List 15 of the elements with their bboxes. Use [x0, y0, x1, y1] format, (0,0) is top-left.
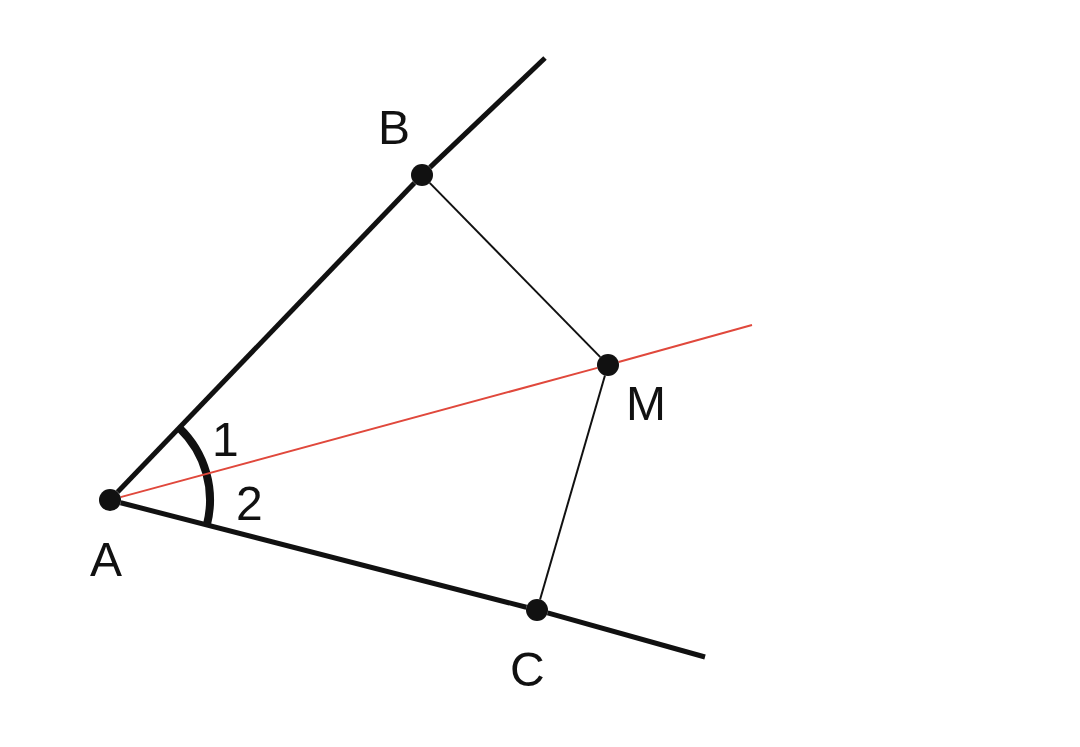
point-dot: [526, 599, 548, 621]
line-segment: [428, 181, 602, 359]
point-label: A: [90, 536, 122, 584]
point-label: M: [626, 380, 666, 428]
line-segment: [120, 500, 527, 610]
line-segment: [119, 366, 599, 499]
angle-number: 2: [236, 480, 263, 528]
point-label: C: [510, 646, 545, 694]
line-segment: [115, 181, 417, 494]
point-dot: [411, 164, 433, 186]
point-label: B: [378, 104, 410, 152]
point-dot: [597, 354, 619, 376]
point-dot: [99, 489, 121, 511]
line-segment: [539, 374, 606, 601]
angle-number: 1: [212, 416, 239, 464]
